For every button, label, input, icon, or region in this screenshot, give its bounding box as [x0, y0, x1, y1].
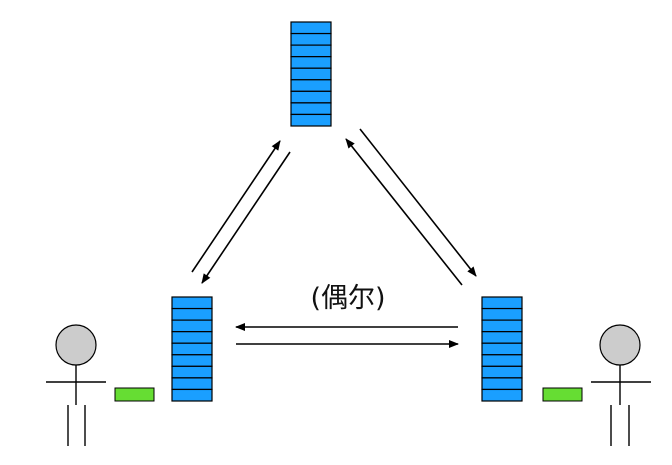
right-stack-row — [481, 388, 523, 402]
top-stack-row — [290, 79, 332, 92]
right-stack-row — [481, 296, 523, 310]
left-stack-row — [171, 307, 213, 321]
top-stack-row — [290, 56, 332, 69]
arrow-top-to-right — [359, 128, 477, 277]
arrow-left-to-top — [191, 140, 281, 273]
right-server-stack — [481, 296, 523, 402]
left-person-head — [55, 324, 97, 366]
right-person-icon — [591, 324, 651, 446]
right-stack-row — [481, 342, 523, 356]
top-stack-row — [290, 21, 332, 35]
left-server-stack — [171, 296, 213, 402]
right-stack-row — [481, 365, 523, 379]
right-stack-row — [481, 354, 523, 367]
right-stack-row — [481, 331, 523, 344]
top-stack-row — [290, 102, 332, 116]
top-stack-row — [290, 32, 332, 46]
left-stack-row — [171, 331, 213, 344]
right-token — [542, 387, 583, 402]
right-stack-row — [481, 307, 523, 321]
occasional-link-label: (偶尔) — [310, 283, 386, 314]
right-stack-row — [481, 377, 523, 391]
right-person-head — [599, 324, 641, 366]
right-stack-row — [481, 319, 523, 333]
left-stack-row — [171, 377, 213, 391]
left-stack-row — [171, 388, 213, 402]
arrow-right-to-top — [345, 138, 463, 286]
left-person-icon — [46, 324, 106, 446]
arrow-top-to-left — [201, 151, 291, 284]
top-stack-row — [290, 44, 332, 58]
top-server-stack — [290, 21, 332, 127]
top-stack-row — [290, 90, 332, 104]
left-stack-row — [171, 319, 213, 333]
left-stack-row — [171, 342, 213, 356]
top-stack-row — [290, 67, 332, 81]
left-stack-row — [171, 354, 213, 367]
top-stack-row — [290, 113, 332, 127]
left-token — [114, 387, 155, 402]
left-stack-row — [171, 296, 213, 310]
left-stack-row — [171, 365, 213, 379]
